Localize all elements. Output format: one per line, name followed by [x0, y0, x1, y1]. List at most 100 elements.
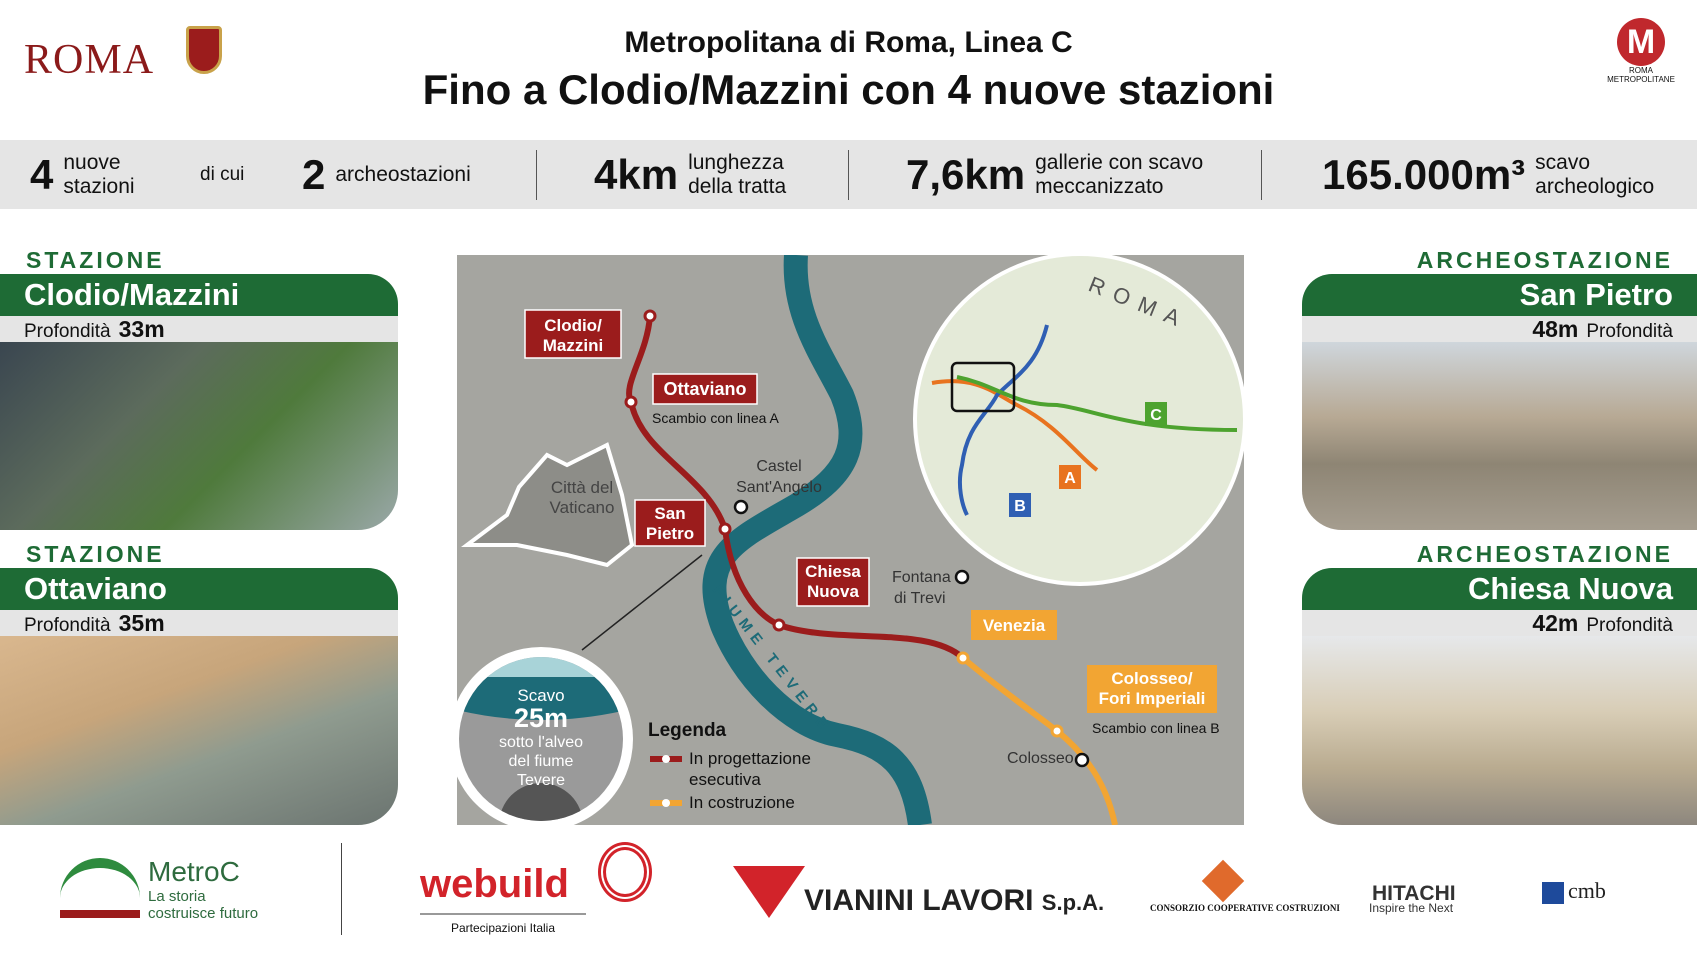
- station-name: Chiesa Nuova: [1302, 568, 1697, 610]
- hitachi-tagline: Inspire the Next: [1369, 901, 1454, 915]
- rm-logo-mark: M: [1617, 18, 1665, 66]
- scavo-pointer: [581, 554, 703, 651]
- label-castel: Sant'Angelo: [736, 479, 822, 496]
- panel-type: STAZIONE: [26, 247, 165, 273]
- label-vaticano: Città del: [551, 478, 613, 497]
- hitachi-logo: HITACHI: [1372, 882, 1456, 905]
- label-chiesa-nuova: Nuova: [807, 582, 860, 601]
- panel-type: ARCHEOSTAZIONE: [1416, 541, 1673, 567]
- label-vaticano: Vaticano: [550, 498, 615, 517]
- ccc-logo: CONSORZIO COOPERATIVE COSTRUZIONI: [1150, 903, 1340, 913]
- station-venezia[interactable]: [956, 651, 970, 665]
- metroc-logo-icon: [60, 858, 140, 918]
- label-clodio: Clodio/: [544, 316, 602, 335]
- ccc-logo-mark: [1201, 859, 1245, 903]
- divider: [1261, 150, 1262, 200]
- label-venezia: Venezia: [983, 616, 1046, 635]
- webuild-subtitle: Partecipazioni Italia: [420, 913, 586, 935]
- station-colosseo[interactable]: [1050, 724, 1064, 738]
- label-clodio: Mazzini: [543, 336, 603, 355]
- poi-pin-icon: [733, 499, 749, 515]
- stat-connector: di cui: [200, 163, 245, 185]
- panel-type: ARCHEOSTAZIONE: [1416, 247, 1673, 273]
- clodio-rendering-photo: [0, 342, 398, 530]
- poi-pin-icon: [1074, 752, 1090, 768]
- rm-logo-text: ROMA METROPOLITANE: [1607, 66, 1675, 84]
- stat-label: archeostazioni: [335, 162, 471, 186]
- note-ottaviano: Scambio con linea A: [652, 410, 780, 426]
- divider: [536, 150, 537, 200]
- roma-logo: ROMA: [24, 37, 155, 83]
- inset-line-a: [931, 379, 1099, 472]
- stat-value: 7,6km: [906, 150, 1026, 198]
- ottaviano-rendering-photo: [0, 636, 398, 825]
- stat-value: 165.000m³: [1322, 150, 1526, 198]
- stat-value: 2: [302, 150, 326, 198]
- inset-line-c: [956, 375, 1238, 432]
- scavo-value: 25m: [514, 703, 568, 733]
- station-name: San Pietro: [1302, 274, 1697, 316]
- scavo-text: Tevere: [517, 772, 565, 789]
- poi-pin-icon: [954, 569, 970, 585]
- legend-title: Legenda: [648, 720, 727, 741]
- scavo-text: sotto l'alveo: [499, 734, 583, 751]
- label-san-pietro: Pietro: [646, 524, 694, 543]
- label-san-pietro: San: [654, 504, 685, 523]
- inset-label-a: A: [1064, 470, 1076, 487]
- label-trevi: di Trevi: [894, 590, 946, 607]
- label-colosseo-fori: Fori Imperiali: [1099, 689, 1206, 708]
- vianini-logo-mark: [733, 866, 805, 918]
- legend-item: In costruzione: [689, 793, 795, 812]
- label-ottaviano: Ottaviano: [663, 379, 746, 399]
- metroc-logo: MetroC: [148, 856, 240, 887]
- legend-item: esecutiva: [689, 770, 761, 789]
- divider: [848, 150, 849, 200]
- page-subtitle: Fino a Clodio/Mazzini con 4 nuove stazio…: [422, 66, 1275, 113]
- inset-focus-box: [950, 361, 1016, 413]
- station-clodio[interactable]: [643, 309, 657, 323]
- stat-value: 4km: [594, 150, 679, 198]
- cmb-logo-mark: [1542, 882, 1564, 904]
- panel-type: STAZIONE: [26, 541, 165, 567]
- label-trevi: Fontana: [892, 569, 951, 586]
- vatican-boundary: [461, 442, 635, 568]
- label-colosseo-fori: Colosseo/: [1111, 669, 1193, 688]
- webuild-logo-mark: [598, 842, 652, 902]
- inset-map: [913, 255, 1244, 586]
- stat-value: 4: [30, 150, 54, 198]
- page-title: Metropolitana di Roma, Linea C: [624, 26, 1073, 59]
- label-castel: Castel: [756, 458, 801, 475]
- station-ottaviano[interactable]: [624, 395, 638, 409]
- chiesa-nuova-photo: [1302, 636, 1697, 825]
- divider: [341, 843, 342, 935]
- scavo-label: Scavo: [517, 686, 564, 705]
- station-name: Clodio/Mazzini: [0, 274, 398, 316]
- san-pietro-photo: [1302, 342, 1697, 530]
- inset-label-b: B: [1014, 498, 1026, 515]
- stat-archeo: 2 archeostazioni: [302, 140, 471, 209]
- station-chiesa-nuova[interactable]: [772, 618, 786, 632]
- label-chiesa-nuova: Chiesa: [805, 562, 861, 581]
- inset-label-c: C: [1150, 407, 1162, 424]
- note-colosseo: Scambio con linea B: [1092, 720, 1220, 736]
- webuild-logo: webuild: [420, 862, 569, 906]
- roma-metropolitane-logo: M ROMA METROPOLITANE: [1606, 18, 1676, 84]
- legend-item: In progettazione: [689, 749, 811, 768]
- station-name: Ottaviano: [0, 568, 398, 610]
- vianini-logo: VIANINI LAVORI S.p.A.: [804, 884, 1105, 917]
- station-san-pietro[interactable]: [718, 522, 732, 536]
